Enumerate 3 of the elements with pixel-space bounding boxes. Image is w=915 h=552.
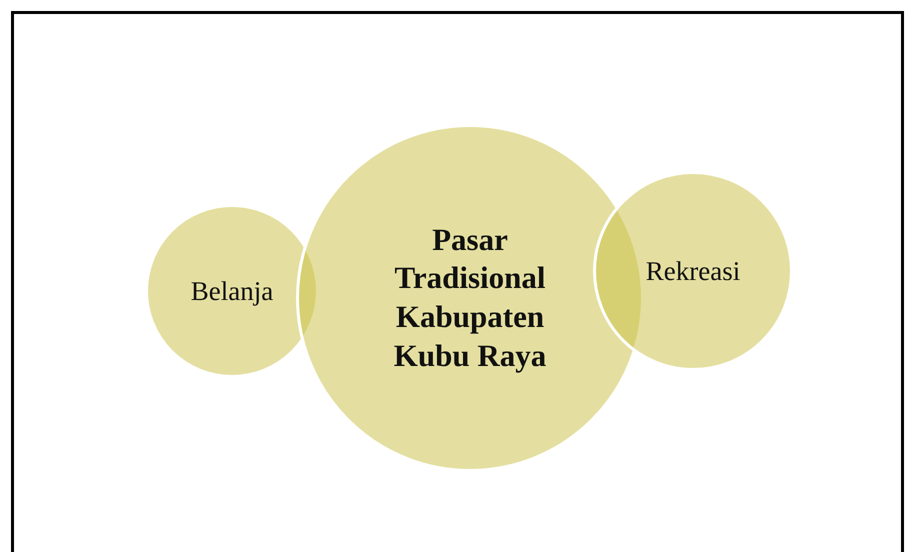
node-label: Rekreasi [646,254,740,288]
node-label: Pasar Tradisional Kabupaten Kubu Raya [392,220,548,375]
node-label: Belanja [190,274,274,308]
